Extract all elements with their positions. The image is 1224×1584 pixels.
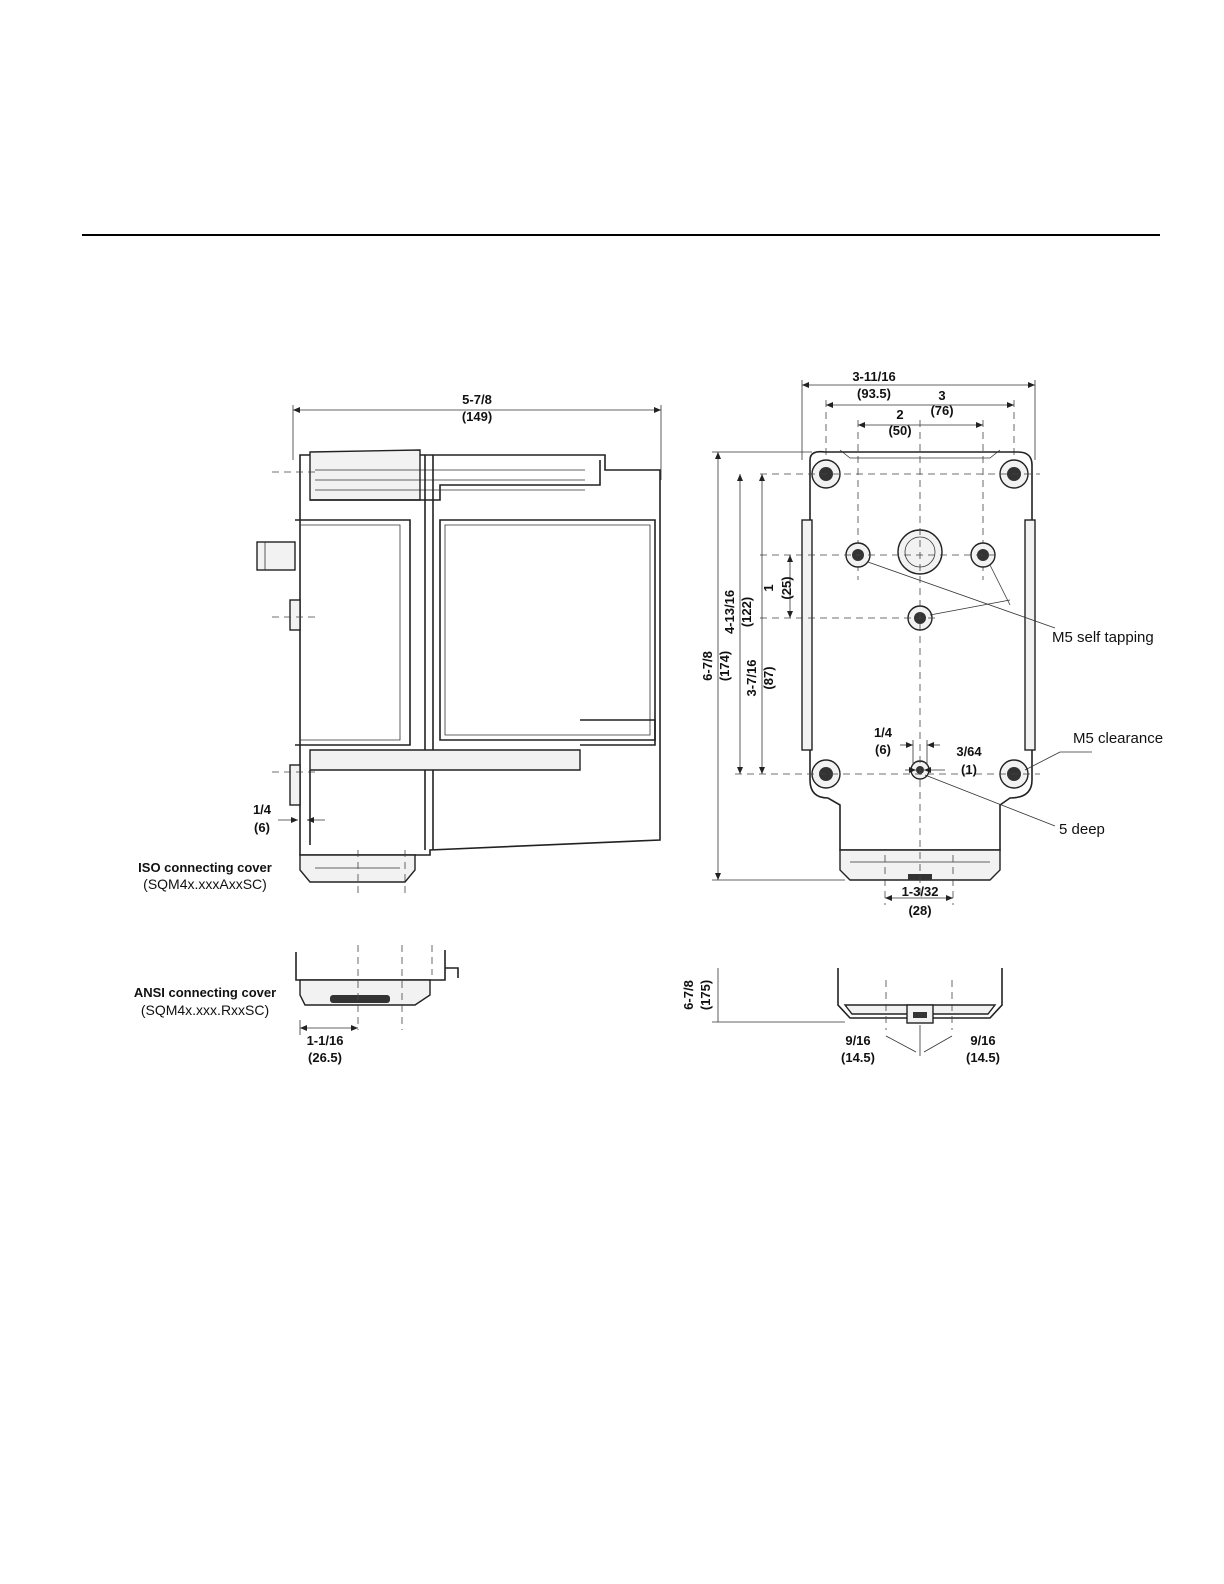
front-height-holes-frac: 4-13/16 xyxy=(722,590,737,634)
ansi-left-mm: (14.5) xyxy=(841,1050,875,1065)
front-hole-mm: (76) xyxy=(930,403,953,418)
ansi-dim-mm: (26.5) xyxy=(308,1050,342,1065)
front-center-offset-frac: 1/4 xyxy=(874,725,893,740)
front-height-holes-mm: (122) xyxy=(739,597,754,627)
front-height-center-mm: (87) xyxy=(761,666,776,689)
front-inner-frac: 2 xyxy=(896,407,903,422)
front-center-offset-mm: (6) xyxy=(875,742,891,757)
ansi-left-frac: 9/16 xyxy=(845,1033,870,1048)
side-width-mm: (149) xyxy=(462,409,492,424)
side-view: 5-7/8 (149) xyxy=(134,392,661,1065)
side-width-frac: 5-7/8 xyxy=(462,392,492,407)
front-shaft-mm: (28) xyxy=(908,903,931,918)
ansi-height-mm: (175) xyxy=(698,980,713,1010)
iso-cover-model: (SQM4x.xxxAxxSC) xyxy=(143,876,267,892)
front-view: 3-11/16 (93.5) 3 (76) 2 (50) xyxy=(681,369,1163,1065)
ansi-right-frac: 9/16 xyxy=(970,1033,995,1048)
callout-self-tapping: M5 self tapping xyxy=(1052,629,1154,646)
front-height-center-frac: 3-7/16 xyxy=(744,660,759,697)
ansi-height-frac: 6-7/8 xyxy=(681,980,696,1010)
ansi-cover-model: (SQM4x.xxx.RxxSC) xyxy=(141,1002,269,1018)
ansi-right-mm: (14.5) xyxy=(966,1050,1000,1065)
front-height-total-frac: 6-7/8 xyxy=(700,651,715,681)
front-hole-frac: 3 xyxy=(938,388,945,403)
ansi-cover-title: ANSI connecting cover xyxy=(134,985,276,1000)
front-height-inner-frac: 1 xyxy=(761,584,776,591)
callout-deep: 5 deep xyxy=(1059,821,1105,838)
front-small-offset-frac: 3/64 xyxy=(956,744,982,759)
front-shaft-frac: 1-3/32 xyxy=(902,884,939,899)
side-offset-mm: (6) xyxy=(254,820,270,835)
front-outer-mm: (93.5) xyxy=(857,386,891,401)
side-offset-frac: 1/4 xyxy=(253,802,272,817)
front-small-offset-mm: (1) xyxy=(961,762,977,777)
ansi-dim-frac: 1-1/16 xyxy=(307,1033,344,1048)
front-height-total-mm: (174) xyxy=(717,651,732,681)
front-height-inner-mm: (25) xyxy=(779,576,794,599)
front-inner-mm: (50) xyxy=(888,423,911,438)
iso-cover-title: ISO connecting cover xyxy=(138,860,272,875)
callout-clearance: M5 clearance xyxy=(1073,730,1163,747)
front-outer-frac: 3-11/16 xyxy=(852,369,895,384)
